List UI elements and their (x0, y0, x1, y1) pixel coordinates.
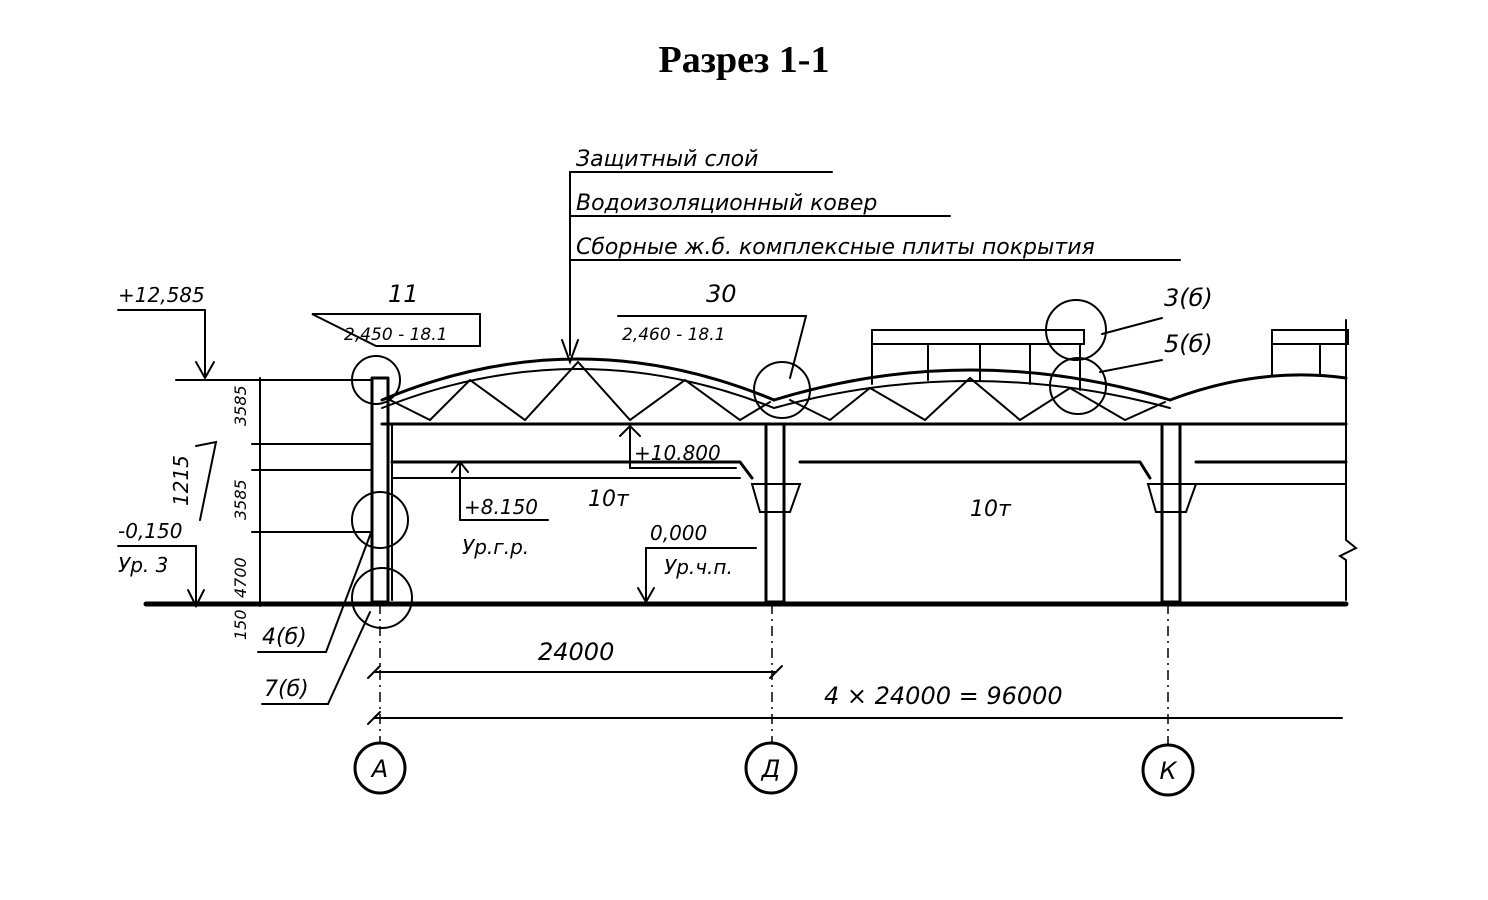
layer-waterproofing: Водоизоляционный ковер (576, 191, 877, 216)
level-ground: -0,150 Ур. 3 (117, 519, 205, 609)
level-ground-label: Ур. 3 (118, 553, 168, 577)
node-4b: 4(б) (262, 625, 307, 650)
roof-structure (380, 319, 1358, 601)
level-crane-rail-value: +8.150 (464, 495, 538, 519)
axis-label-a: А (370, 755, 388, 783)
horizontal-dimensions: 24000 4 × 24000 = 96000 (367, 638, 1343, 725)
level-top: +12,585 (117, 283, 215, 381)
axis-marker-k: К (1141, 743, 1195, 797)
layer-slabs: Сборные ж.б. комплексные плиты покрытия (576, 235, 1095, 260)
axis-marker-a: А (353, 741, 407, 795)
axis-label-d: Д (761, 755, 781, 783)
dim-4700: 4700 (231, 557, 250, 598)
node-30-number: 30 (706, 280, 737, 308)
level-crane-rail-label: Ур.г.р. (462, 535, 529, 559)
node-11-series: 2,450 - 18.1 (344, 325, 447, 345)
node-11-number: 11 (388, 280, 419, 308)
axis-label-k: К (1159, 757, 1177, 785)
level-truss-bottom-value: +10.800 (634, 441, 721, 465)
node-30-flag: 30 2,460 - 18.1 (617, 280, 807, 379)
crane-capacity-left: 10т (588, 487, 630, 512)
node-4b-7b-callouts: 4(б) 7(б) (257, 529, 373, 705)
level-floor-label: Ур.ч.п. (664, 555, 733, 579)
dim-3585-top: 3585 (231, 385, 250, 426)
layer-protective: Защитный слой (576, 147, 758, 172)
level-crane-rail: +8.150 Ур.г.р. (419, 460, 549, 559)
crane-capacity-right: 10т (970, 497, 1012, 522)
node-5b: 5(б) (1164, 330, 1213, 358)
dim-150: 150 (231, 609, 250, 640)
level-floor: 0,000 Ур.ч.п. (637, 521, 757, 605)
dim-span-24000: 24000 (538, 638, 614, 666)
node-30-series: 2,460 - 18.1 (622, 325, 725, 345)
node-7b: 7(б) (264, 677, 309, 702)
level-ground-value: -0,150 (118, 519, 182, 543)
vertical-dimensions: 3585 1215 3585 4700 150 (169, 377, 373, 640)
dim-1215: 1215 (169, 455, 193, 506)
page-title: Разрез 1-1 (658, 39, 830, 81)
columns (370, 376, 1348, 604)
level-floor-value: 0,000 (650, 521, 707, 545)
dim-3585-mid: 3585 (231, 479, 250, 520)
node-circles (351, 299, 1107, 629)
axis-marker-d: Д (744, 741, 798, 795)
node-11-flag: 11 2,450 - 18.1 (311, 280, 481, 347)
dim-total-96000: 4 × 24000 = 96000 (824, 682, 1063, 710)
level-top-value: +12,585 (118, 283, 205, 307)
roof-layer-leaders: Защитный слой Водоизоляционный ковер Сбо… (561, 147, 1181, 365)
level-truss-bottom: +10.800 (619, 424, 737, 469)
node-3b: 3(б) (1164, 284, 1213, 312)
axis-lines (379, 604, 1169, 744)
node-3b-5b-callouts: 3(б) 5(б) (1099, 284, 1213, 373)
